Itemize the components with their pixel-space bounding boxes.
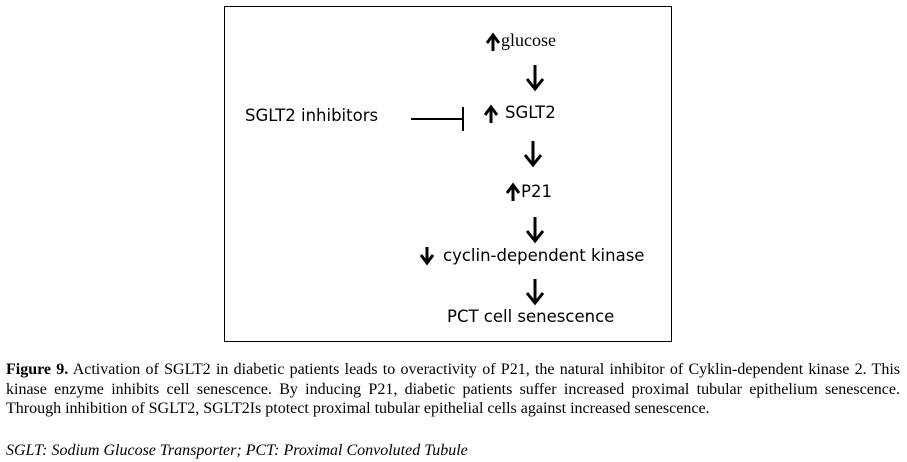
abbreviations-note: SGLT: Sodium Glucose Transporter; PCT: P… — [6, 442, 468, 459]
down-arrow-4-icon — [525, 279, 545, 306]
node-p21: P21 — [521, 182, 552, 201]
node-pct-cell-senescence: PCT cell senescence — [447, 307, 615, 326]
node-sglt2-inhibitors: SGLT2 inhibitors — [245, 106, 379, 125]
down-arrow-3-icon — [525, 217, 545, 244]
figure-caption: Figure 9. Activation of SGLT2 in diabeti… — [6, 360, 900, 419]
down-arrow-1-icon — [525, 65, 545, 92]
diagram-frame: glucose SGLT2 inhibitors SGLT2 P21 cycli… — [224, 6, 672, 342]
inhibition-line-icon — [411, 107, 464, 131]
up-arrow-glucose-icon — [485, 32, 501, 51]
caption-text: Activation of SGLT2 in diabetic patients… — [6, 361, 901, 417]
node-sglt2: SGLT2 — [505, 103, 556, 122]
node-cyclin-dependent-kinase: cyclin-dependent kinase — [443, 246, 645, 265]
node-glucose: glucose — [501, 30, 556, 50]
up-arrow-p21-icon — [505, 182, 521, 201]
diagram-arrows — [411, 32, 545, 306]
down-arrow-cdk-icon — [419, 247, 435, 266]
down-arrow-2-icon — [523, 141, 543, 168]
figure-label: Figure 9. — [6, 361, 69, 378]
up-arrow-sglt2-icon — [483, 104, 499, 123]
